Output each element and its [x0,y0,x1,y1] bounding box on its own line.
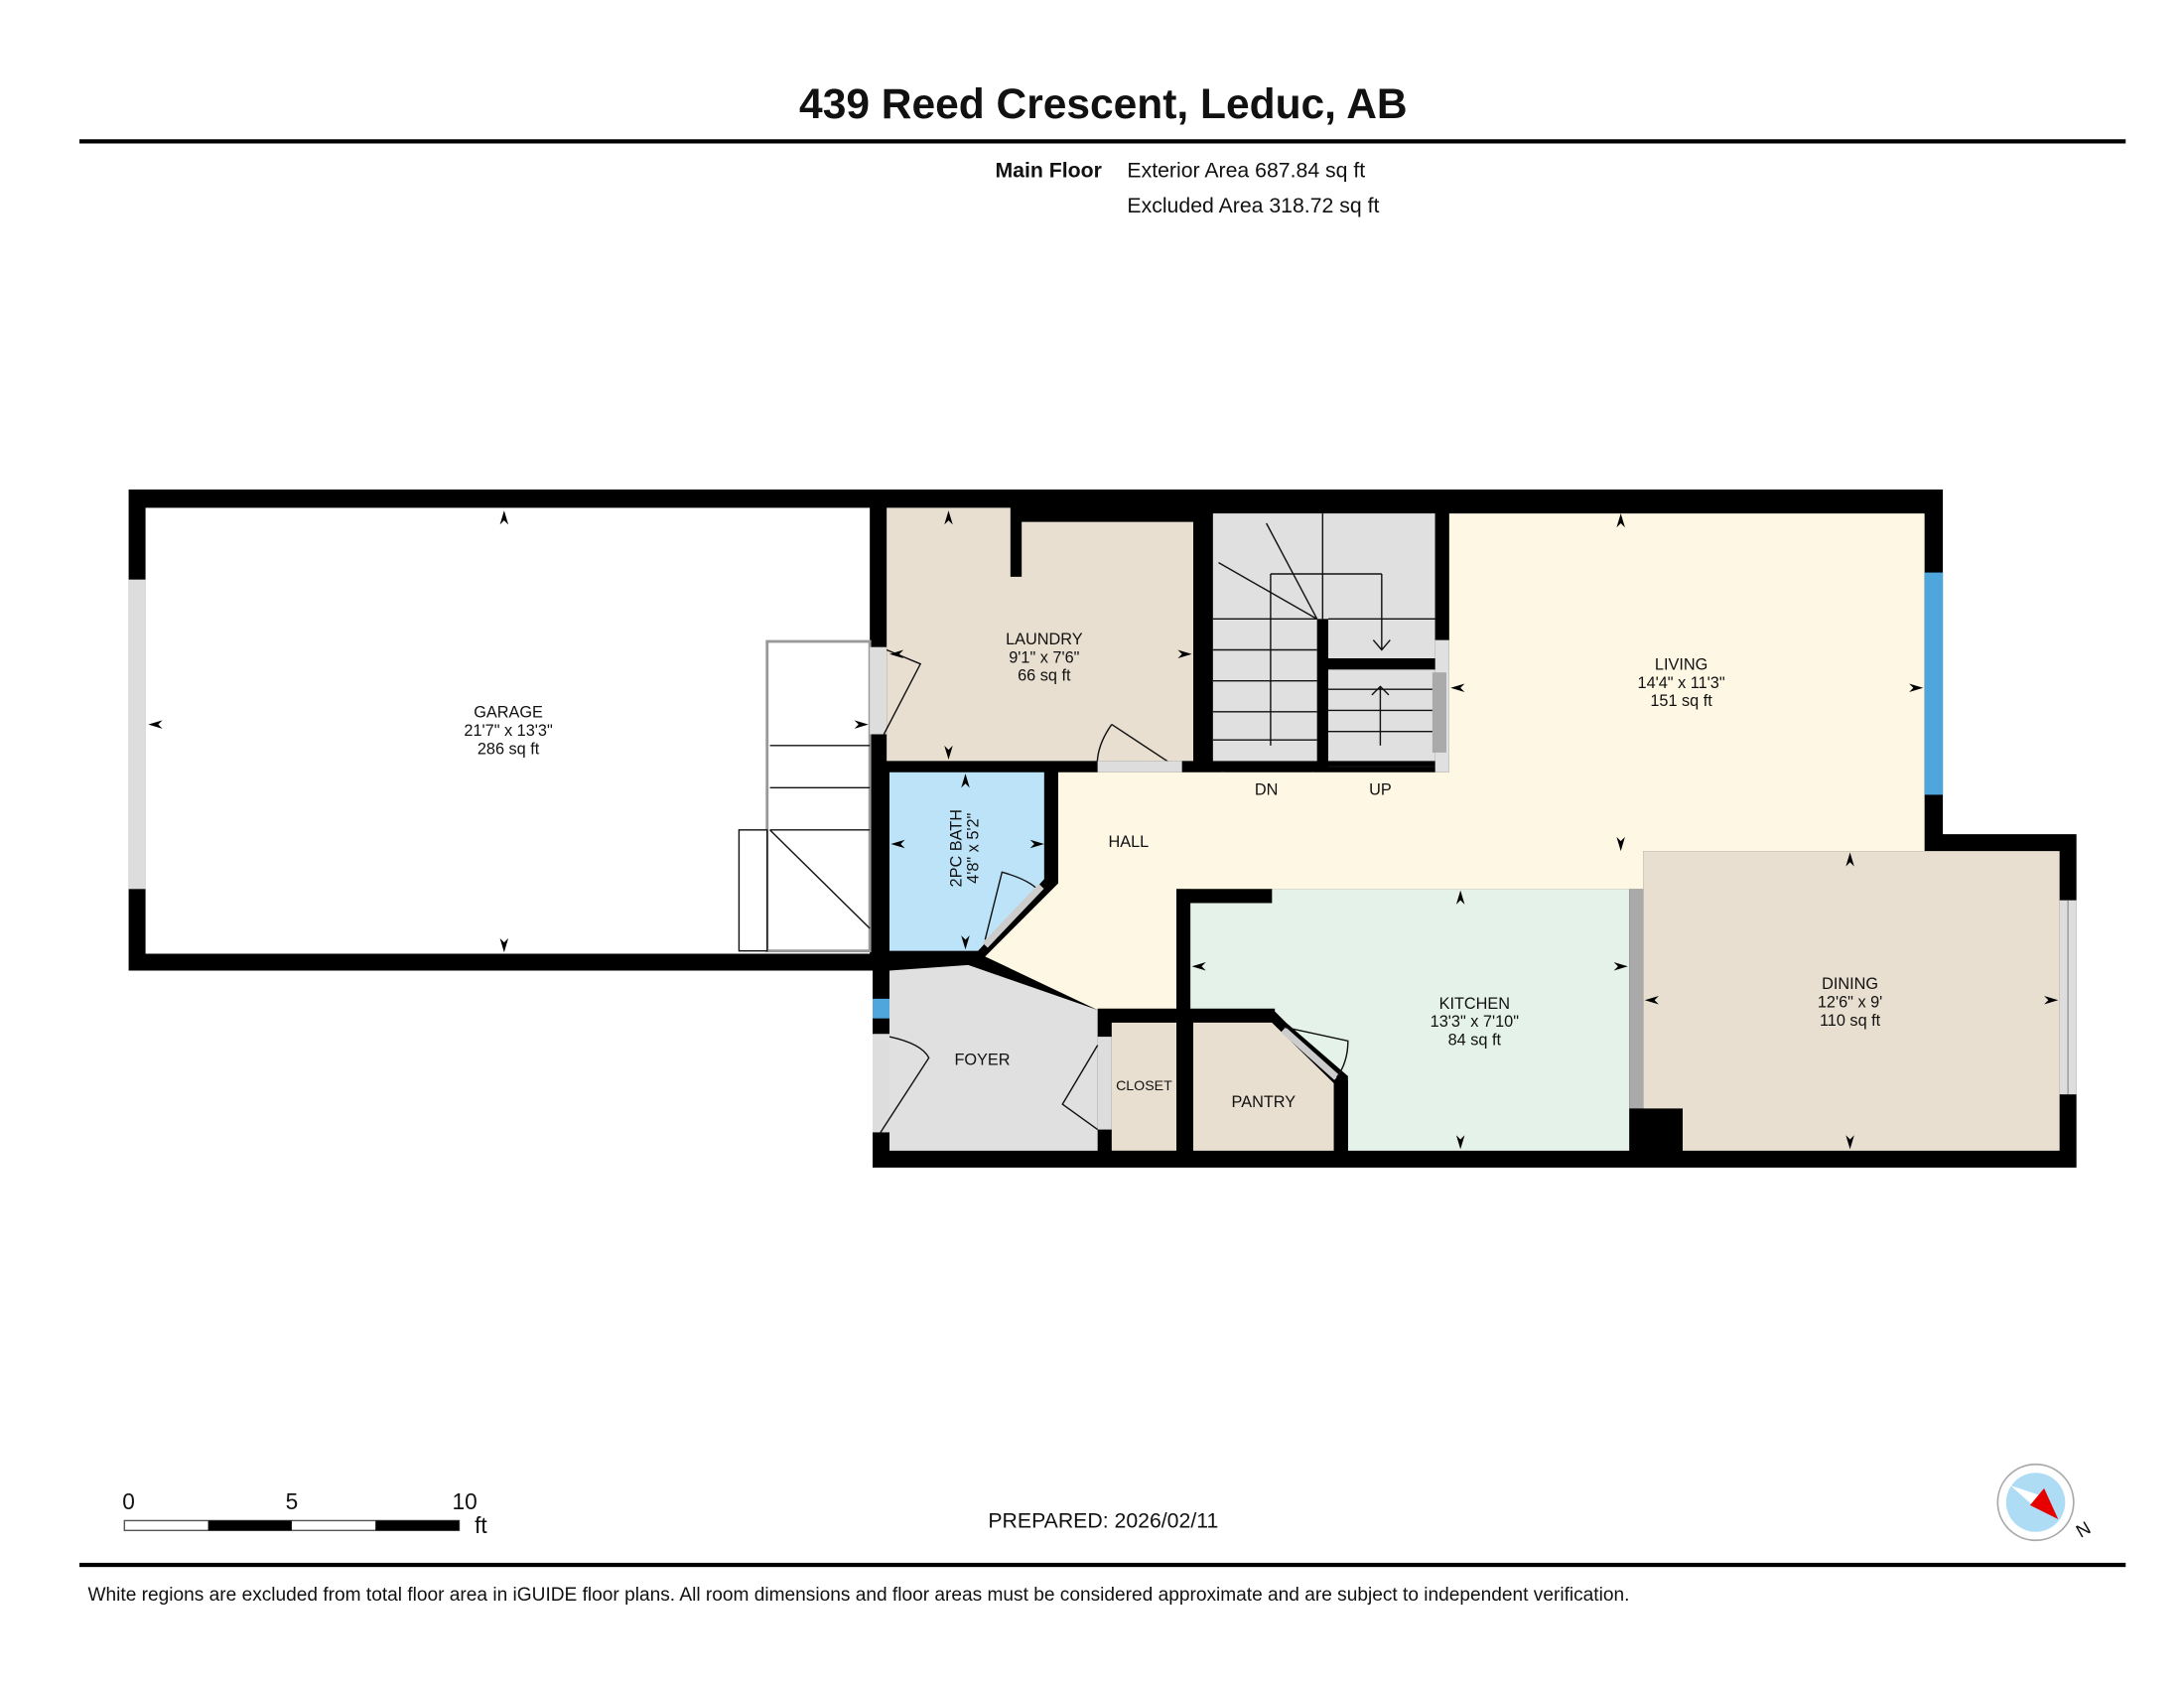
dimension-arrow-icon [961,935,970,950]
prepared-date: PREPARED: 2026/02/11 [988,1509,1218,1533]
scale-label-10: 10 [453,1488,478,1514]
stair-landing-wall [1328,658,1446,670]
garage-steps [738,639,872,953]
dimension-arrow-icon [1909,683,1924,692]
kitchen-dims: 13'3" x 7'10" [1431,1013,1520,1031]
pantry-door-swing [1283,1026,1349,1078]
footer-disclaimer: White regions are excluded from total fl… [87,1585,1629,1606]
pantry-name: PANTRY [1232,1093,1297,1111]
stairs-up-label: UP [1369,780,1392,798]
dimension-arrow-icon [961,774,970,788]
dimension-arrow-icon [499,937,509,953]
dimension-arrow-icon [854,720,869,729]
page-title: 439 Reed Crescent, Leduc, AB [799,81,1408,128]
stair-divider-wall [1316,619,1328,772]
header-rule [79,139,2126,144]
room-kitchen [1190,889,1630,1151]
garage-area: 286 sq ft [478,740,540,758]
dimension-arrow-icon [1616,836,1625,852]
bath-door-swing [984,871,1038,940]
floor-label: Main Floor [995,159,1101,183]
dimension-arrow-icon [944,510,953,525]
dimension-arrow-icon [890,839,905,849]
kitchen-top-wall [1176,889,1273,904]
dining-area: 110 sq ft [1820,1012,1881,1030]
living-name: LIVING [1655,655,1707,673]
garage-dims: 21'7" x 13'3" [464,722,553,740]
pantry-top-wall [1097,1008,1276,1023]
closet-door-opening[interactable] [1097,1037,1112,1130]
laundry-dims: 9'1" x 7'6" [1009,648,1079,666]
dimension-arrow-icon [1177,649,1192,658]
compass-north-label: N [2072,1517,2094,1542]
stair-side-wall [1434,513,1449,640]
garage-name: GARAGE [474,704,543,722]
room-2pc-bath [889,772,1044,951]
front-door-swing [879,1036,930,1135]
dimension-arrow-icon [1644,996,1659,1005]
foyer-name: FOYER [954,1051,1010,1068]
dimension-arrow-icon [889,649,904,658]
kitchen-dining-partial-wall [1629,889,1644,1109]
dimension-arrow-icon [499,510,509,525]
dimension-arrow-icon [1845,1135,1854,1150]
pantry-door-opening[interactable] [1281,1027,1339,1080]
compass-north-icon: N [1996,1463,2094,1542]
dimension-arrow-icon [944,745,953,760]
kitchen-name: KITCHEN [1439,995,1510,1013]
scale-bar: 0 5 10 ft [122,1488,487,1538]
dimension-arrow-icon [1613,962,1628,971]
living-dims: 14'4" x 11'3" [1638,674,1725,692]
excluded-area: Excluded Area 318.72 sq ft [1127,194,1379,217]
foyer-window [873,998,889,1019]
dimension-arrow-icon [1191,962,1206,971]
living-partial-wall [1432,672,1446,753]
bath-door-opening[interactable] [982,884,1044,948]
floor-plan: GARAGE 21'7" x 13'3" 286 sq ft LAUNDRY 9… [128,490,2077,1168]
scale-label-5: 5 [286,1488,299,1514]
bath-dims: 4'8" x 5'2" [964,812,982,883]
footer-rule [79,1562,2126,1568]
scale-unit: ft [475,1512,487,1538]
room-laundry [887,507,1193,762]
pantry-wall [1272,1008,1348,1151]
dimension-arrow-icon [2044,996,2059,1005]
front-door-opening[interactable] [873,1034,889,1133]
garage-door-opening [128,579,146,890]
laundry-door-opening[interactable] [1097,761,1182,773]
dining-dims: 12'6" x 9' [1818,993,1882,1011]
room-closet [1111,1022,1176,1151]
closet-door-swing [1061,1045,1099,1131]
stairs-down-arrow-icon [1372,639,1391,651]
dimension-arrow-icon [1450,683,1465,692]
exterior-area: Exterior Area 687.84 sq ft [1127,159,1365,183]
living-area: 151 sq ft [1650,692,1712,710]
laundry-area: 66 sq ft [1018,667,1071,685]
kitchen-area: 84 sq ft [1448,1032,1502,1050]
room-living-hall [985,513,1925,1011]
dimension-arrow-icon [1455,1135,1465,1150]
kitchen-left-wall [1176,889,1191,1029]
garage-laundry-door[interactable] [870,646,887,735]
closet-name: CLOSET [1116,1078,1172,1094]
dining-name: DINING [1822,975,1878,993]
scale-label-0: 0 [122,1488,135,1514]
bath-name: 2PC BATH [947,809,965,887]
hall-name: HALL [1108,833,1149,851]
room-pantry [1193,1022,1334,1151]
dimension-arrow-icon [1029,839,1044,849]
dimension-arrow-icon [1616,513,1625,528]
dimension-arrow-icon [1845,852,1854,867]
dimension-arrow-icon [148,720,163,729]
room-foyer [889,964,1098,1151]
dimension-arrows [148,510,2059,1150]
stairs-up-arrow-icon [1371,685,1390,696]
stairs-down-label: DN [1255,780,1279,798]
living-window [1924,572,1944,795]
laundry-name: LAUNDRY [1006,631,1083,648]
room-dining [1643,851,2060,1151]
dimension-arrow-icon [1455,890,1465,905]
